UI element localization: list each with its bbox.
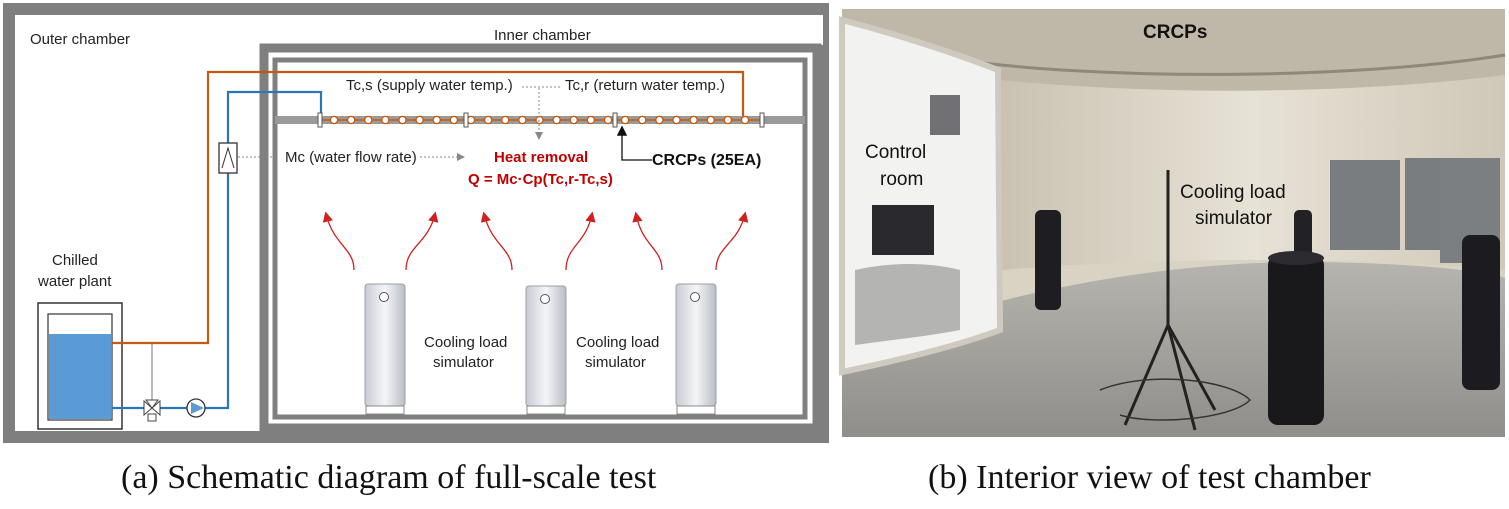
cooling-load-simulator-3 [675,283,717,415]
outer-chamber-label: Outer chamber [30,31,130,48]
crcp-unit [723,115,733,125]
photo-crcps-label: CRCPs [1143,22,1207,43]
crcp-unit [620,115,630,125]
crcp-unit [483,115,493,125]
heat-arrows [322,211,749,271]
crcp-unit [329,115,339,125]
photo-blind-2 [1405,158,1440,250]
crcp-unit [586,115,596,125]
crcp-unit [655,115,664,125]
crcp-unit [672,115,681,125]
heat-equation: Q = Mc·Cp(Tc,r-Tc,s) [468,171,613,188]
crcp-array [317,112,765,128]
outer-chamber-wall [3,3,829,443]
crcp-unit [363,115,373,125]
crcp-unit [552,115,561,125]
photo-tripod [1123,170,1217,431]
photo-blind-1 [1330,160,1400,250]
photo-simulator-label-2: simulator [1195,208,1273,229]
inner-chamber-label: Inner chamber [494,27,591,44]
crcp-unit [689,115,698,125]
inner-chamber-wall [259,43,822,433]
crcp-unit [638,115,647,125]
crcp-unit [398,115,407,125]
crcp-unit [518,115,527,125]
photo-simulator-back [1294,210,1312,260]
crcp-unit [449,115,459,125]
return-pipe [112,70,745,345]
temp-sensor [612,112,618,128]
simulator-label-1b: simulator [433,354,494,371]
photo-control-room-1: Control [865,142,926,163]
chilled-plant-label-1: Chilled [52,252,98,269]
cooling-load-simulator-2 [525,285,567,415]
chilled-plant-label-2: water plant [37,273,112,290]
chamber-photo: CRCPs Control room Cooling load simulato… [839,9,1506,437]
crcp-unit [500,115,510,125]
photo-ceiling [842,9,1505,97]
temp-sensor [317,112,323,128]
flow-rate-label: Mc (water flow rate) [285,149,417,166]
crcp-label: CRCPs (25EA) [652,152,761,169]
crcp-unit [381,115,390,125]
pump [186,398,206,418]
return-temp-label: Tc,r (return water temp.) [565,77,725,94]
supply-temp-label: Tc,s (supply water temp.) [346,77,513,94]
simulator-label-2a: Cooling load [576,334,659,351]
schematic-panel: Outer chamber Inner chamber Chilled wate… [3,3,829,443]
caption-b: (b) Interior view of test chamber [928,459,1371,496]
photo-simulator-front [1268,255,1324,425]
crcp-unit [740,115,750,125]
flow-meter [218,142,238,174]
three-way-valve [143,399,161,422]
photo-simulator-label-1: Cooling load [1180,182,1286,203]
crcp-unit [432,115,441,125]
cooling-load-simulator-1 [364,283,406,415]
heat-removal-label: Heat removal [494,149,588,166]
crcp-unit [603,115,613,125]
crcp-unit [706,115,716,125]
crcp-unit [415,115,424,125]
crcp-pointer [616,125,652,161]
photo-simulator-right [1462,235,1500,390]
crcp-unit [346,115,356,125]
supply-pipe [112,90,323,410]
simulator-label-1a: Cooling load [424,334,507,351]
photo-monitor [872,205,934,255]
photo-simulator-left [1035,210,1061,310]
photo-control-room-2: room [880,169,923,190]
crcp-unit [569,115,579,125]
tank-water [49,334,111,419]
temp-sensor [463,112,469,128]
temp-sensor [759,112,765,128]
simulator-label-2b: simulator [585,354,646,371]
caption-a: (a) Schematic diagram of full-scale test [121,459,657,496]
